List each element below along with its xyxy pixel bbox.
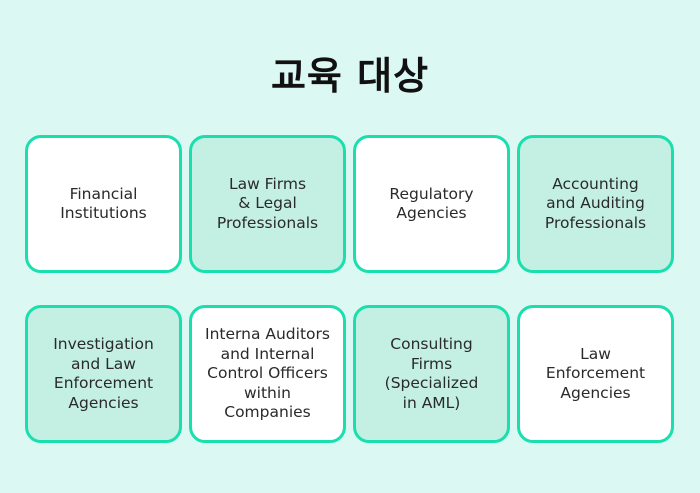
card-accounting-auditing: Accounting and Auditing Professionals bbox=[517, 135, 674, 273]
card-label: Law Enforcement Agencies bbox=[545, 344, 646, 402]
card-label: Interna Auditors and Internal Control Of… bbox=[205, 325, 330, 422]
card-law-firms: Law Firms & Legal Professionals bbox=[189, 135, 346, 273]
card-label: Accounting and Auditing Professionals bbox=[544, 174, 647, 232]
card-internal-auditors: Interna Auditors and Internal Control Of… bbox=[189, 305, 346, 443]
card-investigation-law-enforcement: Investigation and Law Enforcement Agenci… bbox=[25, 305, 182, 443]
card-label: Regulatory Agencies bbox=[389, 184, 474, 223]
page-title: 교육 대상 bbox=[270, 54, 430, 98]
card-financial-institutions: Financial Institutions bbox=[25, 135, 182, 273]
target-audience-grid: Financial Institutions Law Firms & Legal… bbox=[25, 135, 676, 443]
card-law-enforcement-agencies: Law Enforcement Agencies bbox=[517, 305, 674, 443]
card-label: Consulting Firms (Specialized in AML) bbox=[384, 335, 479, 412]
card-consulting-firms: Consulting Firms (Specialized in AML) bbox=[353, 305, 510, 443]
card-regulatory-agencies: Regulatory Agencies bbox=[353, 135, 510, 273]
card-label: Law Firms & Legal Professionals bbox=[216, 174, 319, 232]
card-label: Financial Institutions bbox=[60, 184, 147, 223]
card-label: Investigation and Law Enforcement Agenci… bbox=[53, 335, 154, 412]
